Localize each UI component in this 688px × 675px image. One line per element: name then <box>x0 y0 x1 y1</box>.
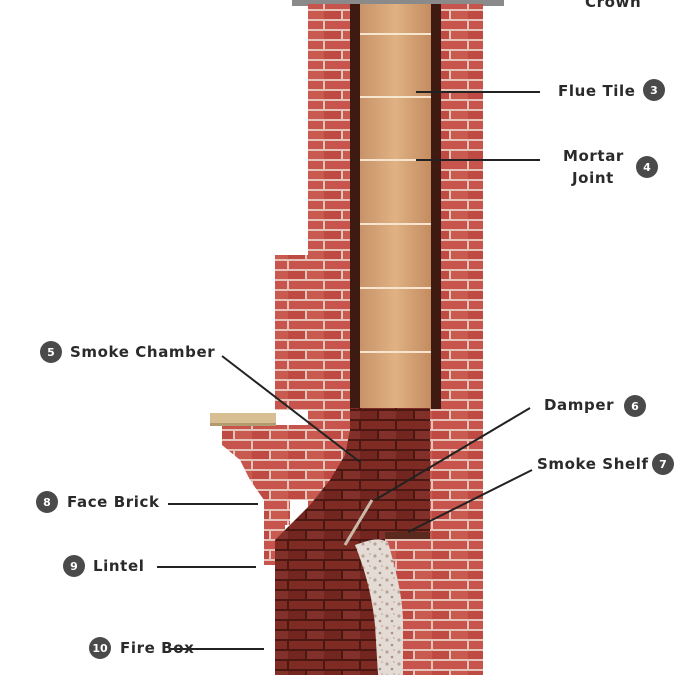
badge-6: 6 <box>624 395 646 417</box>
badge-9: 9 <box>63 555 85 577</box>
label-lintel: Lintel <box>93 557 144 575</box>
flue-tile <box>360 4 431 409</box>
badge-5: 5 <box>40 341 62 363</box>
smoke-shelf <box>385 532 430 539</box>
badge-10: 10 <box>89 637 111 659</box>
label-smoke-chamber: Smoke Chamber <box>70 343 215 361</box>
badge-7: 7 <box>652 453 674 475</box>
label-crown: Crown <box>585 0 641 11</box>
label-flue-tile: Flue Tile <box>558 82 636 100</box>
label-damper: Damper <box>544 396 614 414</box>
flue-liner-left <box>350 4 360 409</box>
badge-8: 8 <box>36 491 58 513</box>
badge-3: 3 <box>643 79 665 101</box>
label-fire-box: Fire Box <box>120 639 194 657</box>
badge-4: 4 <box>636 156 658 178</box>
flue-liner-right <box>431 4 441 409</box>
label-smoke-shelf: Smoke Shelf <box>537 455 649 473</box>
label-face-brick: Face Brick <box>67 493 160 511</box>
label-mortar-joint-line2: Joint <box>572 169 614 187</box>
label-mortar-joint-line1: Mortar <box>563 147 624 165</box>
chimney-breast <box>275 255 315 410</box>
